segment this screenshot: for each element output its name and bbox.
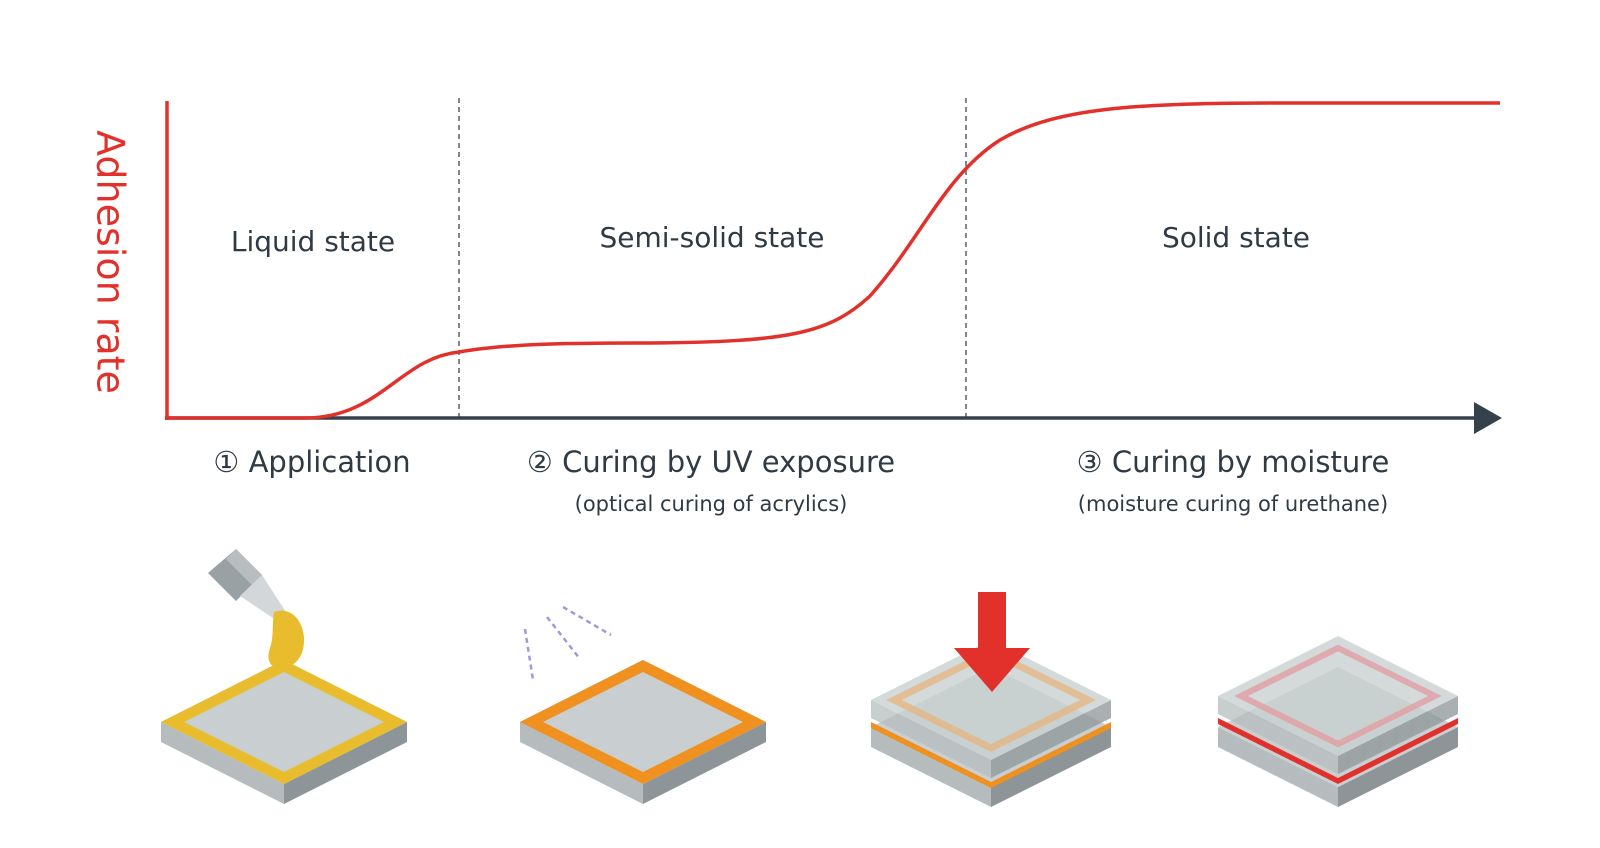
illustration-application <box>161 549 407 804</box>
adhesive-drop <box>268 610 304 668</box>
zone-label-liquid: Liquid state <box>231 225 395 258</box>
press-arrow-icon <box>954 592 1030 692</box>
illustration-moisture-cured <box>1218 636 1458 807</box>
uv-rays-icon <box>523 605 612 681</box>
illustration-uv-curing <box>520 605 766 804</box>
dispenser-icon <box>208 549 286 620</box>
stage-subtitle-uv-curing: (optical curing of acrylics) <box>575 492 848 516</box>
stage-title-uv-curing: ② Curing by UV exposure <box>527 445 895 479</box>
stage-subtitle-moisture-curing: (moisture curing of urethane) <box>1078 492 1388 516</box>
x-axis-arrowhead <box>1474 402 1502 434</box>
y-axis-label: Adhesion rate <box>89 130 133 394</box>
adhesion-curve <box>167 101 1500 420</box>
adhesive-bead-liquid <box>161 660 407 784</box>
stage-title-application: ① Application <box>213 445 410 479</box>
illustration-bonding-press <box>871 592 1111 807</box>
adhesive-bead-semi <box>520 660 766 784</box>
zone-label-solid: Solid state <box>1162 221 1310 254</box>
zone-label-semi-solid: Semi-solid state <box>599 221 824 254</box>
stage-title-moisture-curing: ③ Curing by moisture <box>1077 445 1390 479</box>
